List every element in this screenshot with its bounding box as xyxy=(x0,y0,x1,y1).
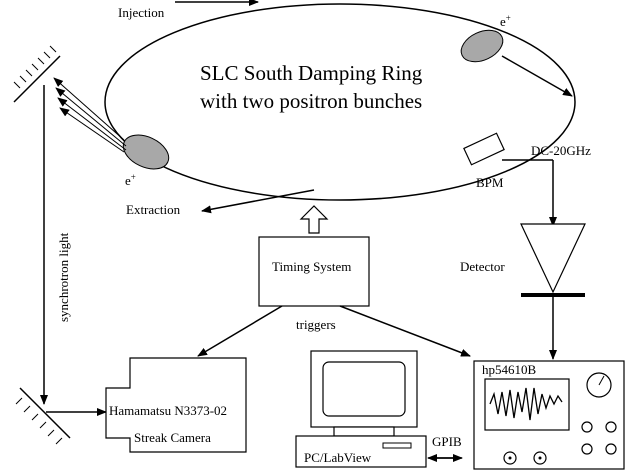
light-ray-3 xyxy=(57,97,127,151)
bunch-label-left: e+ xyxy=(125,172,136,188)
oscilloscope-model-label: hp54610B xyxy=(482,362,537,377)
ring-title-line1: SLC South Damping Ring xyxy=(200,61,423,85)
oscilloscope-input-1-pin xyxy=(508,456,512,460)
trigger-to-scope xyxy=(339,305,471,357)
bunch-label-upper: e+ xyxy=(500,13,511,29)
synchrotron-light-label: synchrotron light xyxy=(56,232,71,322)
pc-monitor-stand xyxy=(333,426,395,437)
extraction-label: Extraction xyxy=(126,202,181,217)
oscilloscope-button-2 xyxy=(605,421,617,433)
oscilloscope-screen xyxy=(484,378,570,431)
pc-base xyxy=(295,435,427,468)
oscilloscope-knob-mark xyxy=(598,375,605,386)
timing-up-arrow xyxy=(299,205,329,234)
light-ray-2 xyxy=(55,87,127,147)
oscilloscope-input-2-pin xyxy=(538,456,542,460)
bunch-upper-arrow xyxy=(501,55,573,97)
detector-triangle xyxy=(520,223,586,294)
light-ray-4 xyxy=(59,107,125,153)
camera-label-line1: Hamamatsu N3373-02 xyxy=(109,403,227,418)
pc-disk-slot xyxy=(382,442,412,449)
pc-screen xyxy=(322,361,406,417)
dc-label: DC-20GHz xyxy=(531,143,591,158)
camera-label-line2: Streak Camera xyxy=(134,430,211,445)
triggers-label: triggers xyxy=(296,317,336,332)
streak-camera-body xyxy=(105,357,247,453)
bpm-box xyxy=(463,132,505,166)
trigger-to-camera xyxy=(197,305,283,357)
extraction-line xyxy=(201,189,315,214)
positron-bunch-left xyxy=(122,134,170,170)
timing-system-label: Timing System xyxy=(272,259,351,274)
upper-mirror xyxy=(13,45,61,103)
pc-label: PC/LabView xyxy=(304,450,372,465)
light-ray-1 xyxy=(53,77,125,141)
detector-label: Detector xyxy=(460,259,505,274)
lower-mirror xyxy=(15,387,71,445)
gpib-label: GPIB xyxy=(432,434,462,449)
ring-title-line2: with two positron bunches xyxy=(200,89,422,113)
bpm-label: BPM xyxy=(476,175,504,190)
damping-ring xyxy=(104,3,576,201)
timing-system-box xyxy=(258,236,370,307)
oscilloscope-button-1 xyxy=(581,421,593,433)
positron-bunch-upper xyxy=(460,29,504,63)
oscilloscope-button-4 xyxy=(605,443,617,455)
oscilloscope-waveform xyxy=(489,387,563,421)
oscilloscope-button-3 xyxy=(581,443,593,455)
injection-label: Injection xyxy=(118,5,165,20)
